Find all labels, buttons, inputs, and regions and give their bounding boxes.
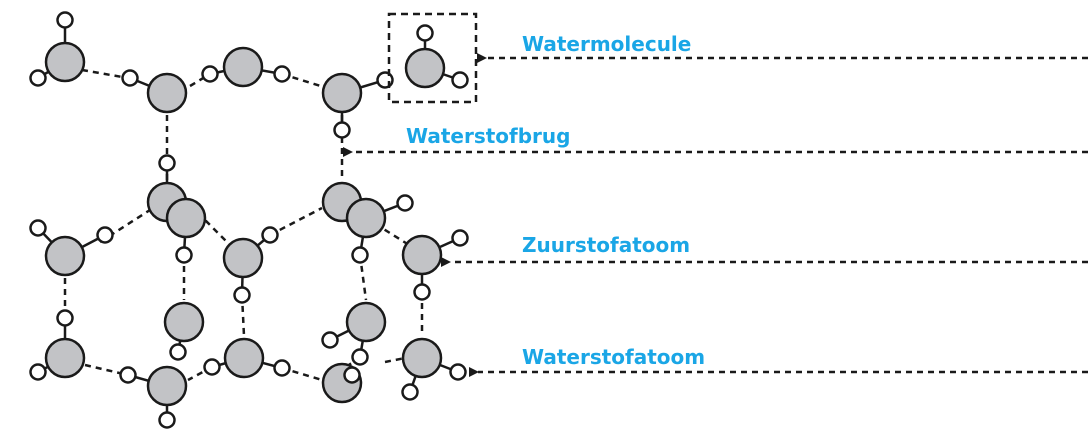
hydrogen-bond-line — [99, 208, 151, 244]
oxygen-atom — [165, 197, 207, 239]
hydrogen-atom — [158, 154, 176, 172]
hydrogen-bond-line — [81, 68, 129, 80]
hydrogen-atom — [119, 366, 137, 384]
oxygen-atom — [44, 337, 86, 379]
hydrogen-bond-line — [358, 254, 368, 301]
oxygen-atom — [146, 72, 188, 114]
hydrogen-atom — [261, 226, 279, 244]
oxygen-atom — [401, 337, 443, 379]
oxygen-atom — [223, 337, 265, 379]
hydrogen-atom — [321, 331, 339, 349]
hydrogen-atom — [343, 366, 361, 384]
label-hydrogen-atom: Waterstofatoom — [522, 345, 706, 369]
label-water-molecule: Watermolecule — [522, 32, 692, 56]
oxygen-atom — [404, 47, 446, 89]
hydrogen-atom — [29, 69, 47, 87]
hydrogen-atom — [413, 283, 431, 301]
hydrogen-bond-line — [269, 206, 323, 237]
hydrogen-atom — [203, 358, 221, 376]
oxygen-atom — [345, 197, 387, 239]
hydrogen-atom — [56, 309, 74, 327]
hydrogen-atom — [273, 359, 291, 377]
hydrogen-atom — [29, 363, 47, 381]
hydrogen-atom — [273, 65, 291, 83]
oxygen-atom — [44, 235, 86, 277]
hydrogen-atom — [29, 219, 47, 237]
oxygen-atom — [146, 365, 188, 407]
oxygen-atom — [222, 46, 264, 88]
oxygen-atom — [222, 237, 264, 279]
hydrogen-atom — [451, 229, 469, 247]
hydrogen-atom — [175, 246, 193, 264]
hydrogen-atom — [121, 69, 139, 87]
atoms — [29, 11, 469, 429]
hydrogen-atom — [158, 411, 176, 429]
hydrogen-bond-line — [281, 366, 323, 382]
label-hydrogen-bond: Waterstofbrug — [406, 124, 571, 148]
oxygen-atom — [401, 234, 443, 276]
hydrogen-bond-line — [240, 294, 246, 337]
hydrogen-atom — [351, 246, 369, 264]
highlight-box — [387, 12, 478, 104]
hydrogen-atom — [333, 121, 351, 139]
hydrogen-atom — [233, 286, 251, 304]
oxygen-atom — [163, 301, 205, 343]
hydrogen-bond-line — [384, 356, 406, 364]
hydrogen-atom — [449, 363, 467, 381]
hydrogen-atom — [396, 194, 414, 212]
hydrogen-atom — [169, 343, 187, 361]
hydrogen-atom — [401, 383, 419, 401]
hydrogen-atom — [96, 226, 114, 244]
callouts — [343, 12, 1088, 377]
hydrogen-atom — [416, 24, 434, 42]
oxygen-atom — [44, 41, 86, 83]
hydrogen-atom — [451, 71, 469, 89]
oxygen-atom — [321, 72, 363, 114]
hydrogen-atom — [201, 65, 219, 83]
oxygen-atom — [345, 301, 387, 343]
hydrogen-atom — [56, 11, 74, 29]
label-oxygen-atom: Zuurstofatoom — [522, 233, 691, 257]
hydrogen-bond-line — [281, 72, 328, 90]
hydrogen-bond-line — [189, 72, 211, 88]
hydrogen-atom — [351, 348, 369, 366]
